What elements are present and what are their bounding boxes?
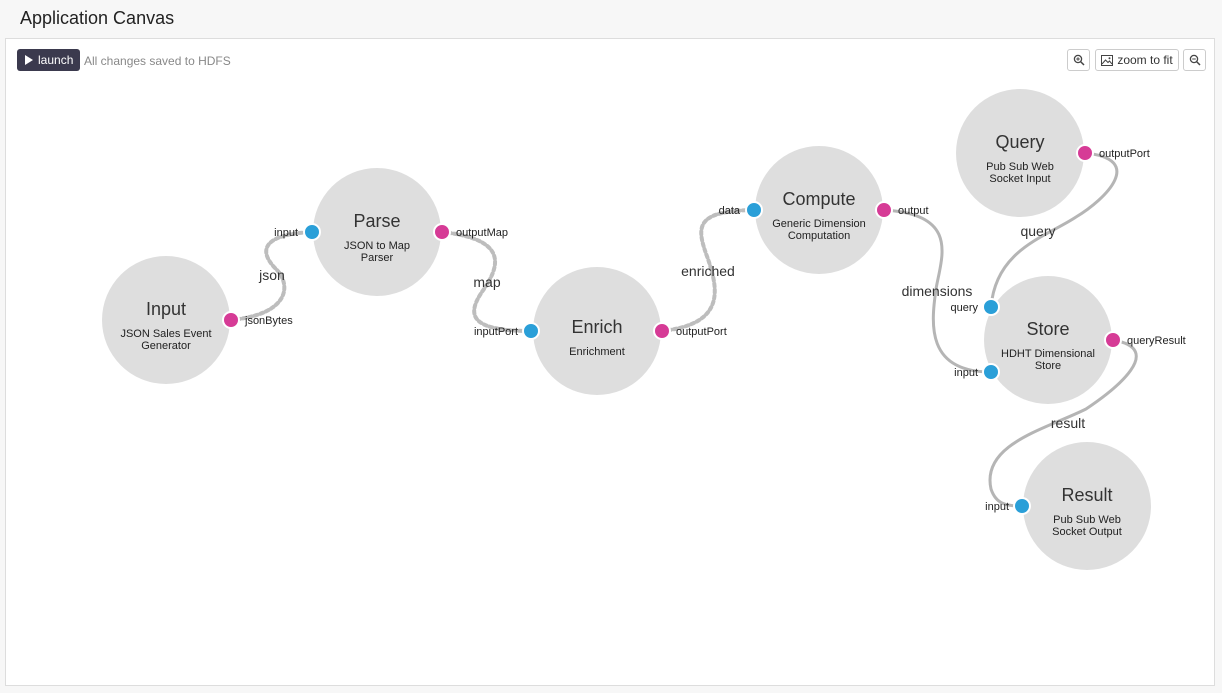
node-store[interactable]: Store HDHT Dimensional Store xyxy=(984,276,1112,404)
node-title: Result xyxy=(1061,485,1112,505)
node-result[interactable]: Result Pub Sub Web Socket Output xyxy=(1023,442,1151,570)
edge-query[interactable] xyxy=(989,151,1119,309)
zoom-in-icon xyxy=(1073,54,1085,66)
play-icon xyxy=(25,55,33,65)
port-label: output xyxy=(898,205,929,217)
input-port-inputPort[interactable] xyxy=(522,322,540,340)
port-label: input xyxy=(274,227,298,239)
launch-label: launch xyxy=(38,53,74,67)
node-subtitle: Socket Output xyxy=(1052,526,1122,538)
node-subtitle: HDHT Dimensional xyxy=(1001,348,1095,360)
zoom-to-fit-label: zoom to fit xyxy=(1117,53,1173,67)
node-subtitle: Enrichment xyxy=(569,346,625,358)
port-label: queryResult xyxy=(1127,335,1186,347)
input-port-data[interactable] xyxy=(745,201,763,219)
node-title: Parse xyxy=(353,211,400,231)
edge-map[interactable] xyxy=(440,230,533,333)
zoom-out-button[interactable] xyxy=(1183,49,1206,71)
node-subtitle: JSON Sales Event xyxy=(120,328,211,340)
input-port-input[interactable] xyxy=(982,363,1000,381)
node-subtitle: Socket Input xyxy=(989,173,1050,185)
port-label: query xyxy=(950,302,978,314)
picture-icon xyxy=(1101,54,1114,66)
node-subtitle: Pub Sub Web xyxy=(986,161,1054,173)
node-subtitle: Generator xyxy=(141,340,191,352)
zoom-in-button[interactable] xyxy=(1067,49,1090,71)
port-label: outputMap xyxy=(456,227,508,239)
node-subtitle: JSON to Map xyxy=(344,240,410,252)
port-label: input xyxy=(954,367,978,379)
node-query[interactable]: Query Pub Sub Web Socket Input xyxy=(956,89,1084,217)
output-port-outputMap[interactable] xyxy=(433,223,451,241)
edge-result[interactable] xyxy=(988,338,1138,508)
output-port-outputPort[interactable] xyxy=(653,322,671,340)
output-port-output[interactable] xyxy=(875,201,893,219)
input-port-input[interactable] xyxy=(1013,497,1031,515)
output-port-jsonBytes[interactable] xyxy=(222,311,240,329)
application-canvas[interactable]: launch All changes saved to HDFS zoom to… xyxy=(5,38,1215,686)
edge-label-dimensions: dimensions xyxy=(902,283,973,299)
input-port-input[interactable] xyxy=(303,223,321,241)
node-title: Query xyxy=(995,132,1044,152)
output-port-queryResult[interactable] xyxy=(1104,331,1122,349)
edge-label-result: result xyxy=(1051,415,1085,431)
node-enrich[interactable]: Enrich Enrichment xyxy=(533,267,661,395)
zoom-out-icon xyxy=(1189,54,1201,66)
port-label: inputPort xyxy=(474,326,518,338)
dag-graph[interactable]: json map enriched dimensions query resul… xyxy=(6,39,1214,685)
edge-label-enriched: enriched xyxy=(681,263,735,279)
page-title: Application Canvas xyxy=(20,8,175,28)
node-subtitle: Pub Sub Web xyxy=(1053,514,1121,526)
port-label: jsonBytes xyxy=(244,315,293,327)
edge-label-json: json xyxy=(258,267,285,283)
save-status: All changes saved to HDFS xyxy=(84,54,231,68)
node-title: Input xyxy=(146,299,186,319)
edge-enriched[interactable] xyxy=(660,208,756,333)
edge-label-query: query xyxy=(1020,223,1055,239)
node-title: Compute xyxy=(782,189,855,209)
port-label: outputPort xyxy=(676,326,727,338)
edge-label-map: map xyxy=(473,274,500,290)
port-label: outputPort xyxy=(1099,148,1150,160)
port-label: input xyxy=(985,501,1009,513)
node-subtitle: Computation xyxy=(788,230,850,242)
node-title: Store xyxy=(1026,319,1069,339)
edge-dimensions[interactable] xyxy=(882,208,993,374)
zoom-to-fit-button[interactable]: zoom to fit xyxy=(1095,49,1179,71)
node-compute[interactable]: Compute Generic Dimension Computation xyxy=(755,146,883,274)
node-subtitle: Store xyxy=(1035,360,1061,372)
port-label: data xyxy=(719,205,741,217)
node-input[interactable]: Input JSON Sales Event Generator xyxy=(102,256,230,384)
node-subtitle: Parser xyxy=(361,252,394,264)
node-subtitle: Generic Dimension xyxy=(772,218,866,230)
launch-button[interactable]: launch xyxy=(17,49,81,71)
edge-json[interactable] xyxy=(229,230,314,322)
output-port-outputPort[interactable] xyxy=(1076,144,1094,162)
node-title: Enrich xyxy=(571,317,622,337)
node-parse[interactable]: Parse JSON to Map Parser xyxy=(313,168,441,296)
input-port-query[interactable] xyxy=(982,298,1000,316)
